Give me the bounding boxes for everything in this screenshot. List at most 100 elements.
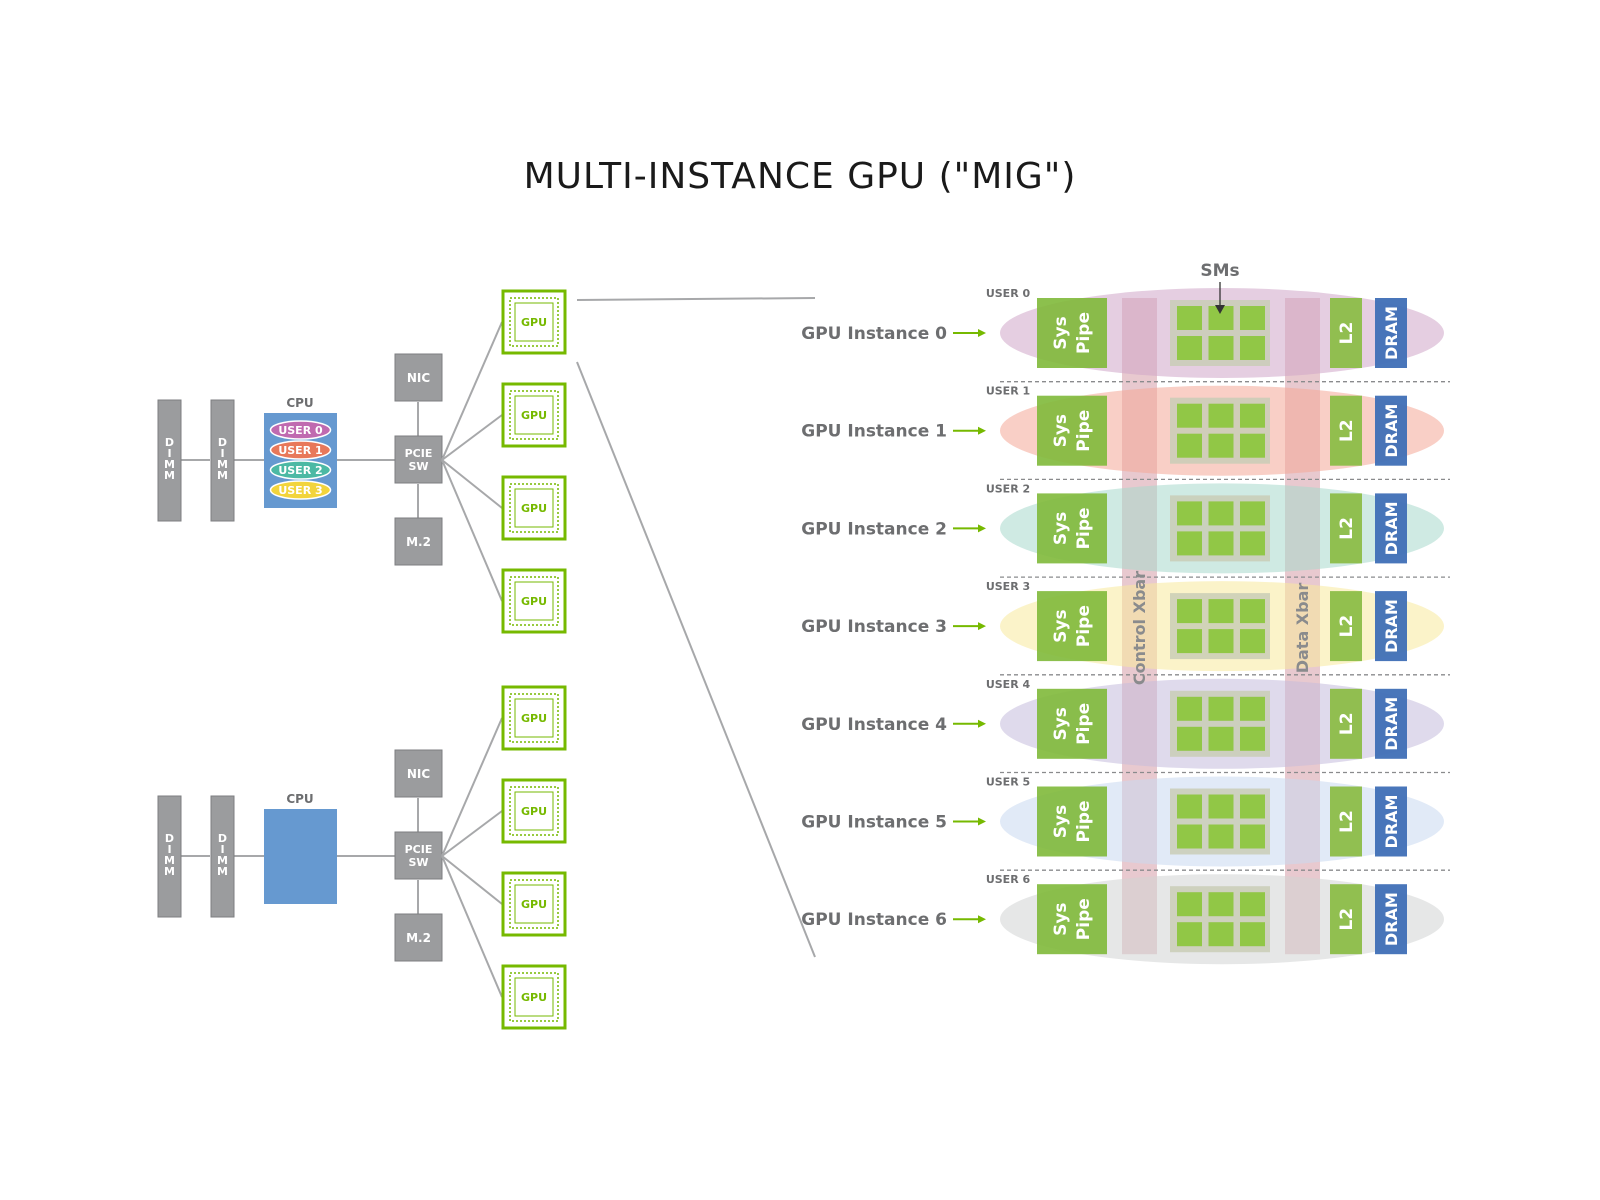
instance-user-label: USER 2	[986, 482, 1030, 495]
sms-callout-label: SMs	[1200, 261, 1239, 281]
cpu-user-label-2: USER 2	[278, 464, 322, 477]
sm-cell	[1208, 922, 1234, 947]
sys-pipe-label-2: Pipe	[1074, 410, 1094, 452]
sm-cell	[1240, 629, 1265, 654]
pcie-switch-box	[394, 435, 443, 484]
sys-pipe-box	[1037, 688, 1107, 759]
pcie-label-2: SW	[408, 856, 428, 869]
sm-cell	[1177, 599, 1202, 624]
dimm-letter: D	[218, 832, 227, 845]
l2-label: L2	[1337, 810, 1357, 833]
instance-label: GPU Instance 6	[801, 910, 947, 930]
gpu-chip-pins	[509, 786, 559, 836]
sys-pipe-label-1: Sys	[1051, 316, 1071, 349]
sm-cell	[1240, 306, 1265, 330]
dimm-letter: D	[218, 436, 227, 449]
gpu-chip-label: GPU	[521, 991, 547, 1004]
gpu-chip-die	[514, 581, 554, 621]
gpu-chip-1-1: GPU	[501, 778, 567, 844]
sys-pipe-label-2: Pipe	[1074, 703, 1094, 745]
dimm-letter: M	[164, 854, 175, 867]
l2-label: L2	[1337, 615, 1357, 638]
gpu-chip-outline	[501, 964, 567, 1030]
gpu-chip-pins	[509, 693, 559, 743]
gpu-chip-pins	[509, 879, 559, 929]
dimm-letter: M	[217, 854, 228, 867]
m2-box	[394, 913, 443, 962]
pcie-gpu-link-1	[441, 414, 503, 461]
sys-pipe-box	[1037, 786, 1107, 857]
gpu-chip-pins	[509, 972, 559, 1022]
instance-label: GPU Instance 4	[801, 715, 947, 735]
nic-label: NIC	[407, 371, 431, 385]
gpu-chip-pins	[509, 297, 559, 347]
gpu-chip-outline	[501, 871, 567, 937]
l2-label: L2	[1337, 322, 1357, 345]
sm-cell	[1177, 433, 1202, 458]
sm-cell	[1177, 922, 1202, 947]
sm-cell	[1208, 531, 1234, 556]
dram-box	[1375, 786, 1407, 857]
dram-box	[1375, 591, 1407, 662]
sm-cell	[1208, 629, 1234, 654]
sm-cell	[1240, 336, 1265, 360]
gpu-chip-0-2: GPU	[501, 475, 567, 541]
instance-label: GPU Instance 2	[801, 519, 947, 539]
sm-cell	[1208, 794, 1234, 819]
sm-cell	[1177, 726, 1202, 751]
gpu-chip-1-0: GPU	[501, 685, 567, 751]
cpu-user-label-1: USER 1	[278, 444, 322, 457]
l2-label: L2	[1337, 908, 1357, 931]
gpu-chip-pins	[509, 576, 559, 626]
nic-label: NIC	[407, 767, 431, 781]
l2-label: L2	[1337, 712, 1357, 735]
sm-cell	[1240, 531, 1265, 556]
gpu-chip-label: GPU	[521, 595, 547, 608]
l2-box	[1330, 884, 1362, 955]
pcie-switch-box	[394, 831, 443, 880]
dimm-body	[157, 399, 182, 522]
gpu-chip-outline	[501, 685, 567, 751]
dram-label: DRAM	[1382, 795, 1401, 849]
sm-cell	[1240, 824, 1265, 849]
cpu-user-pill-1	[269, 440, 332, 460]
dimm-letter: I	[167, 447, 171, 460]
gpu-chip-label: GPU	[521, 409, 547, 422]
instance-user-label: USER 3	[986, 580, 1030, 593]
gpu-chip-outline	[501, 475, 567, 541]
gpu-chip-1-3: GPU	[501, 964, 567, 1030]
dimm-letter: M	[217, 865, 228, 878]
sm-cell	[1177, 306, 1202, 330]
dimm-letter: I	[167, 843, 171, 856]
sm-cell	[1177, 336, 1202, 360]
pcie-gpu-link-3	[441, 459, 503, 602]
sm-cell	[1208, 501, 1234, 526]
sys-pipe-label-1: Sys	[1051, 707, 1071, 740]
sm-cell	[1240, 922, 1265, 947]
dram-box	[1375, 884, 1407, 955]
data-xbar-label: Data Xbar	[1293, 583, 1312, 674]
sys-pipe-box	[1037, 591, 1107, 662]
sys-pipe-box	[1037, 884, 1107, 955]
nic-box	[394, 749, 443, 798]
sm-cell	[1240, 403, 1265, 428]
gpu-chip-die	[514, 884, 554, 924]
gpu-chip-outline	[501, 382, 567, 448]
sm-cell	[1208, 599, 1234, 624]
zoom-line-bottom	[576, 361, 816, 958]
cpu-user-label-0: USER 0	[278, 424, 323, 437]
instance-user-label: USER 5	[986, 776, 1030, 789]
instance-label: GPU Instance 1	[801, 422, 947, 442]
sm-cell	[1240, 433, 1265, 458]
gpu-chip-die	[514, 698, 554, 738]
dram-label: DRAM	[1382, 599, 1401, 653]
diagram-title: MULTI-INSTANCE GPU ("MIG")	[524, 156, 1077, 197]
gpu-chip-die	[514, 302, 554, 342]
dimm-letter: M	[217, 469, 228, 482]
sys-pipe-label-2: Pipe	[1074, 605, 1094, 647]
sm-cell	[1177, 892, 1202, 917]
